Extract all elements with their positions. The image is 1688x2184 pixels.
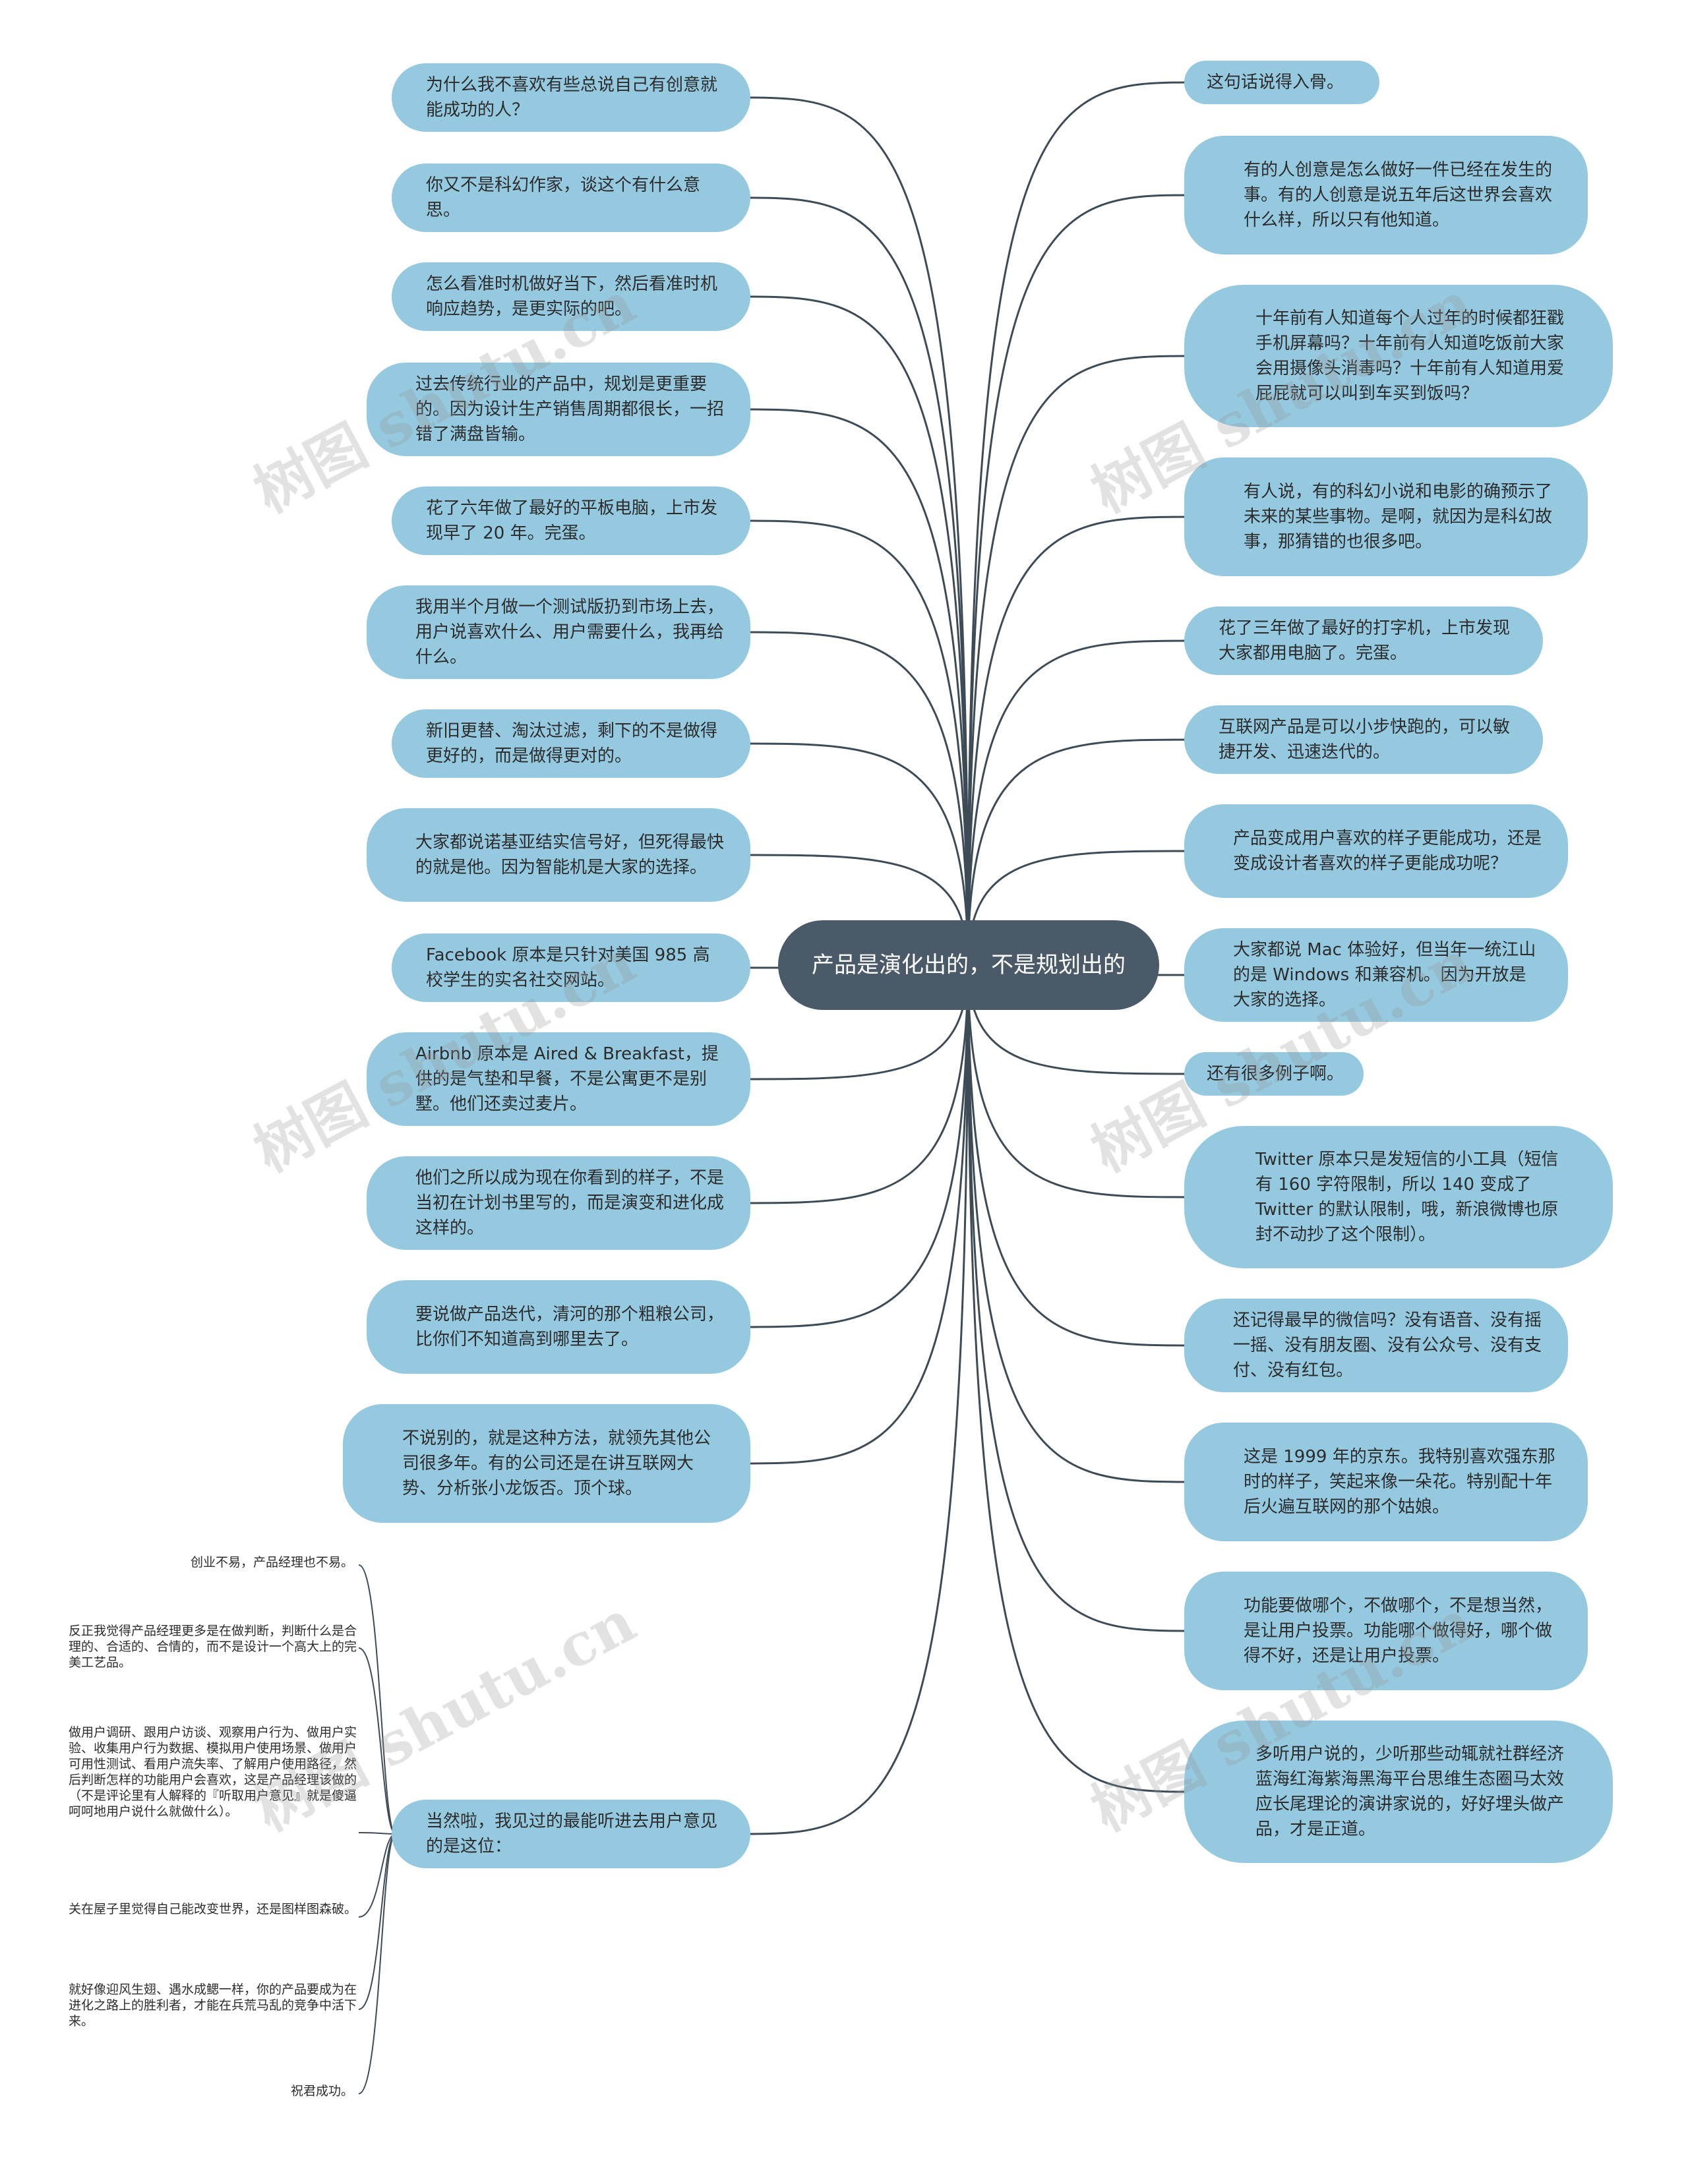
sub-leaf-3[interactable]: 做用户调研、跟用户访谈、观察用户行为、做用户实验、收集用户行为数据、模拟用户使用… bbox=[69, 1725, 357, 1819]
left-node-10[interactable]: Airbnb 原本是 Aired & Breakfast，提供的是气垫和早餐，不… bbox=[367, 1032, 750, 1126]
edge-right-11 bbox=[967, 964, 1194, 1347]
left-node-14[interactable]: 当然啦，我见过的最能听进去用户意见的是这位： bbox=[392, 1800, 750, 1868]
right-node-1[interactable]: 这句话说得入骨。 bbox=[1184, 61, 1379, 104]
right-node-6[interactable]: 互联网产品是可以小步快跑的，可以敏捷开发、迅速迭代的。 bbox=[1184, 705, 1543, 774]
right-node-13[interactable]: 功能要做哪个，不做哪个，不是想当然，是让用户投票。功能哪个做得好，哪个做得不好，… bbox=[1184, 1572, 1588, 1690]
sub-leaf-1[interactable]: 创业不易，产品经理也不易。 bbox=[190, 1555, 353, 1570]
edge-left-6 bbox=[740, 631, 969, 966]
edge-right-3 bbox=[967, 355, 1194, 966]
left-node-5[interactable]: 花了六年做了最好的平板电脑，上市发现早了 20 年。完蛋。 bbox=[392, 487, 750, 555]
edge-right-13 bbox=[967, 964, 1194, 1632]
edge-sub-5 bbox=[358, 1833, 396, 2010]
right-node-9[interactable]: 还有很多例子啊。 bbox=[1184, 1052, 1364, 1096]
edge-left-11 bbox=[740, 964, 969, 1204]
right-node-8[interactable]: 大家都说 Mac 体验好，但当年一统江山的是 Windows 和兼容机。因为开放… bbox=[1184, 928, 1568, 1022]
edge-left-4 bbox=[740, 408, 969, 966]
edge-right-6 bbox=[967, 738, 1194, 966]
edge-left-2 bbox=[740, 196, 969, 966]
edge-right-12 bbox=[967, 964, 1194, 1483]
edge-sub-4 bbox=[358, 1833, 396, 1918]
edge-sub-3 bbox=[358, 1832, 396, 1835]
edge-sub-2 bbox=[358, 1647, 396, 1835]
right-node-7[interactable]: 产品变成用户喜欢的样子更能成功，还是变成设计者喜欢的样子更能成功呢？ bbox=[1184, 804, 1568, 898]
right-node-12[interactable]: 这是 1999 年的京东。我特别喜欢强东那时的样子，笑起来像一朵花。特别配十年后… bbox=[1184, 1423, 1588, 1541]
sub-leaf-4[interactable]: 关在屋子里觉得自己能改变世界，还是图样图森破。 bbox=[69, 1902, 357, 1916]
left-node-8[interactable]: 大家都说诺基亚结实信号好，但死得最快的就是他。因为智能机是大家的选择。 bbox=[367, 808, 750, 902]
edge-left-7 bbox=[740, 742, 969, 966]
right-node-14[interactable]: 多听用户说的，少听那些动辄就社群经济蓝海红海紫海黑海平台思维生态圈马太效应长尾理… bbox=[1184, 1721, 1613, 1863]
edge-right-4 bbox=[967, 516, 1194, 966]
left-node-6[interactable]: 我用半个月做一个测试版扔到市场上去，用户说喜欢什么、用户需要什么，我再给什么。 bbox=[367, 585, 750, 679]
left-node-3[interactable]: 怎么看准时机做好当下，然后看准时机响应趋势，是更实际的吧。 bbox=[392, 262, 750, 331]
central-topic[interactable]: 产品是演化出的，不是规划出的 bbox=[778, 920, 1159, 1010]
edge-left-3 bbox=[740, 295, 969, 966]
edge-right-14 bbox=[967, 964, 1194, 1793]
right-node-5[interactable]: 花了三年做了最好的打字机，上市发现大家都用电脑了。完蛋。 bbox=[1184, 606, 1543, 675]
right-node-4[interactable]: 有人说，有的科幻小说和电影的确预示了未来的某些事物。是啊，就因为是科幻故事，那猜… bbox=[1184, 457, 1588, 576]
left-node-13[interactable]: 不说别的，就是这种方法，就领先其他公司很多年。有的公司还是在讲互联网大势、分析张… bbox=[343, 1404, 750, 1523]
right-node-11[interactable]: 还记得最早的微信吗？没有语音、没有摇一摇、没有朋友圈、没有公众号、没有支付、没有… bbox=[1184, 1299, 1568, 1392]
left-node-2[interactable]: 你又不是科幻作家，谈这个有什么意思。 bbox=[392, 163, 750, 232]
left-node-11[interactable]: 他们之所以成为现在你看到的样子，不是当初在计划书里写的，而是演变和进化成这样的。 bbox=[367, 1156, 750, 1250]
left-node-7[interactable]: 新旧更替、淘汰过滤，剩下的不是做得更好的，而是做得更对的。 bbox=[392, 709, 750, 778]
right-node-2[interactable]: 有的人创意是怎么做好一件已经在发生的事。有的人创意是说五年后这世界会喜欢什么样，… bbox=[1184, 136, 1588, 254]
left-node-1[interactable]: 为什么我不喜欢有些总说自己有创意就能成功的人？ bbox=[392, 63, 750, 132]
edge-right-1 bbox=[967, 81, 1194, 966]
edge-right-2 bbox=[967, 194, 1194, 966]
edge-sub-1 bbox=[358, 1564, 396, 1835]
left-node-4[interactable]: 过去传统行业的产品中，规划是更重要的。因为设计生产销售周期都很长，一招错了满盘皆… bbox=[367, 363, 750, 456]
edge-right-5 bbox=[967, 639, 1194, 966]
edge-left-13 bbox=[740, 964, 969, 1465]
left-node-9[interactable]: Facebook 原本是只针对美国 985 高校学生的实名社交网站。 bbox=[392, 933, 750, 1002]
edge-sub-6 bbox=[358, 1833, 396, 2094]
edge-right-10 bbox=[967, 964, 1194, 1198]
sub-leaf-5[interactable]: 就好像迎风生翅、遇水成鳃一样，你的产品要成为在进化之路上的胜利者，才能在兵荒马乱… bbox=[69, 1982, 357, 2028]
edge-left-5 bbox=[740, 519, 969, 966]
edge-left-12 bbox=[740, 964, 969, 1328]
right-node-10[interactable]: Twitter 原本只是发短信的小工具（短信有 160 字符限制，所以 140 … bbox=[1184, 1126, 1613, 1268]
edge-left-14 bbox=[740, 964, 969, 1835]
sub-leaf-2[interactable]: 反正我觉得产品经理更多是在做判断，判断什么是合理的、合适的、合情的，而不是设计一… bbox=[69, 1624, 357, 1670]
edge-left-1 bbox=[740, 96, 969, 966]
sub-leaf-6[interactable]: 祝君成功。 bbox=[290, 2084, 353, 2098]
left-node-12[interactable]: 要说做产品迭代，清河的那个粗粮公司，比你们不知道高到哪里去了。 bbox=[367, 1280, 750, 1374]
right-node-3[interactable]: 十年前有人知道每个人过年的时候都狂戳手机屏幕吗？十年前有人知道吃饭前大家会用摄像… bbox=[1184, 285, 1613, 427]
